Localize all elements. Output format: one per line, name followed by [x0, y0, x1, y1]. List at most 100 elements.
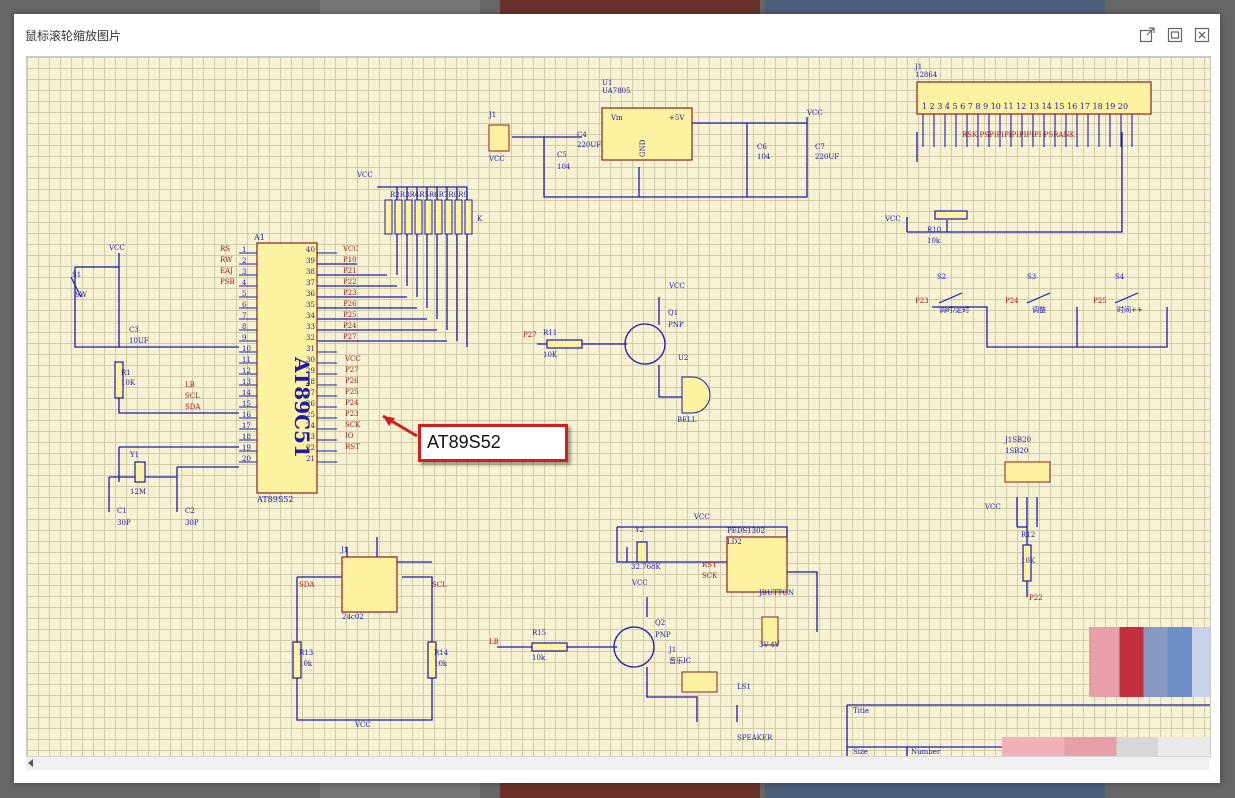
jbutton-connector — [761, 616, 779, 646]
mcu-right-net-label: P24 — [345, 399, 359, 407]
title-block-title: Title — [853, 707, 869, 715]
s4-text: 时间++ — [1117, 305, 1143, 314]
horizontal-scrollbar[interactable] — [26, 756, 1209, 770]
mosaic-patch-1 — [1089, 627, 1210, 697]
q2-label: Q2 — [655, 619, 665, 627]
lcd-ref: J1 — [914, 63, 922, 71]
regulator: UA7805 U1 Vin +5V GND — [601, 79, 693, 161]
rtc-sck: SCK — [702, 572, 718, 580]
mcu-right-net-label: P21 — [343, 267, 357, 275]
vcc-label: VCC — [668, 282, 685, 290]
pullup-resistor — [454, 199, 463, 235]
title-block-size: Size — [853, 748, 868, 756]
mcu-right-net-label: P24 — [343, 322, 357, 330]
lcd-name: 12864 — [915, 71, 938, 79]
mcu-left-pin-number: 14 — [242, 389, 251, 397]
speaker-ref: LS1 — [737, 683, 751, 691]
mcu-right-pin-number: 40 — [306, 246, 315, 254]
c7-value: 220UF — [815, 153, 839, 161]
mcu-right-pin-number: 38 — [306, 268, 315, 276]
c2-value: 30P — [185, 519, 199, 527]
chip-callout: AT89S52 — [418, 424, 568, 462]
mcu-right-pin-number: 21 — [306, 455, 315, 463]
y2-label: Y2 — [634, 526, 644, 534]
music-ic-label: 音乐IC — [669, 656, 691, 665]
mcu-left-pin-number: 19 — [242, 444, 251, 452]
net-p22: P22 — [1029, 594, 1043, 602]
fit-window-icon[interactable] — [1167, 27, 1183, 43]
jbutton-value: 3V-4V — [759, 641, 781, 649]
title-block-number: Number — [911, 748, 941, 756]
resistor-array-k: K — [477, 215, 483, 223]
mcu-left-pin-number: 6 — [242, 301, 247, 309]
s4-label: S4 — [1115, 273, 1125, 281]
c1-value: 30P — [117, 519, 131, 527]
pullup-resistor — [464, 199, 473, 235]
u2-label: U2 — [678, 354, 688, 362]
mcu-left-pin-number: 15 — [242, 400, 251, 408]
mcu-right-pin-number: 28 — [306, 378, 315, 386]
mcu-left-pin-number: 20 — [242, 455, 251, 463]
y1-label: Y1 — [129, 451, 139, 459]
mcu-right-net-label: P26 — [345, 377, 359, 385]
vcc-label: VCC — [354, 721, 371, 729]
lcd-connector: 12864 1 2 3 4 5 6 7 8 9 10 11 12 13 14 1… — [915, 71, 1152, 139]
scroll-left-icon[interactable] — [28, 759, 33, 767]
mcu-right-pin-number: 37 — [306, 279, 315, 287]
j1-label: J1 — [488, 111, 496, 119]
mcu-left-net-label: RW — [220, 256, 233, 264]
regulator-name: UA7805 — [602, 87, 631, 95]
r12-label: R12 — [1021, 531, 1035, 539]
pullup-resistor — [434, 199, 443, 235]
mcu-left-net-label: LB — [185, 381, 195, 389]
sw-label: SW — [75, 291, 88, 299]
mcu-right-net-label: IO — [345, 432, 354, 440]
close-icon[interactable] — [1194, 27, 1210, 43]
mcu-right-net-label: P23 — [345, 410, 359, 418]
speaker-label: SPEAKER — [737, 734, 773, 742]
open-external-icon[interactable] — [1139, 27, 1155, 43]
mcu-ref: A1 — [253, 233, 265, 242]
c4-value: 220UF — [577, 141, 601, 149]
vcc-label: VCC — [631, 579, 648, 587]
s1-label: S1 — [72, 271, 81, 279]
jbutton-label: JBUTTON — [758, 589, 794, 597]
pullup-resistor — [384, 199, 393, 235]
mcu-left-net-label: SCL — [185, 392, 200, 400]
mcu-right-pin-number: 22 — [306, 444, 315, 452]
mcu-right-pin-number: 30 — [306, 356, 315, 364]
r1-label: R1 — [121, 369, 131, 377]
discrete-resistors — [114, 210, 1032, 679]
mcu-right-pin-number: 34 — [306, 312, 315, 320]
net-p25: P25 — [1093, 297, 1107, 305]
vcc-label: VCC — [356, 171, 373, 179]
mcu-left-pin-number: 1 — [242, 246, 246, 254]
r14-label: R14 — [434, 649, 449, 657]
regulator-ref: U1 — [602, 79, 612, 87]
mcu-right-net-label: RST — [345, 443, 360, 451]
q1-transistor — [624, 323, 666, 365]
r15-value: 10k — [532, 654, 546, 662]
viewer-title: 鼠标滚轮缩放图片 — [25, 29, 122, 43]
ds18b20 — [1004, 461, 1051, 483]
rtc-chip: PEDS1302 LD2 RST SCK — [702, 527, 788, 593]
schematic-drawing: AT89C51 A1 AT89S52 123456789101112131415… — [70, 63, 1210, 757]
mcu-left-pin-number: 12 — [242, 367, 251, 375]
mcu-right-pin-number: 35 — [306, 301, 315, 309]
c4-label: C4 — [577, 131, 587, 139]
r12-value: 10K — [1021, 557, 1036, 565]
c1-label: C1 — [117, 507, 127, 515]
mcu-left-nets: RSRWEAJPSBLBSCLSDAVCCP10P21P22P23P26P25P… — [185, 245, 361, 451]
y1-value: 12M — [130, 488, 146, 496]
mcu-left-pin-number: 9 — [242, 334, 246, 342]
eeprom-chip: 24c02 SDA SCL — [299, 556, 447, 621]
c3-value: 10UF — [129, 337, 149, 345]
c5-label: C5 — [557, 151, 567, 159]
mcu-left-pin-number: 17 — [242, 422, 251, 430]
lcd-nets: RSK PSPIPIPIPIPIPIPI PSRANK — [962, 131, 1076, 139]
mcu-right-net-label: P10 — [343, 256, 357, 264]
rtc-name: PEDS1302 — [727, 527, 765, 535]
buzzer — [681, 376, 711, 414]
regulator-vin: Vin — [610, 114, 623, 122]
